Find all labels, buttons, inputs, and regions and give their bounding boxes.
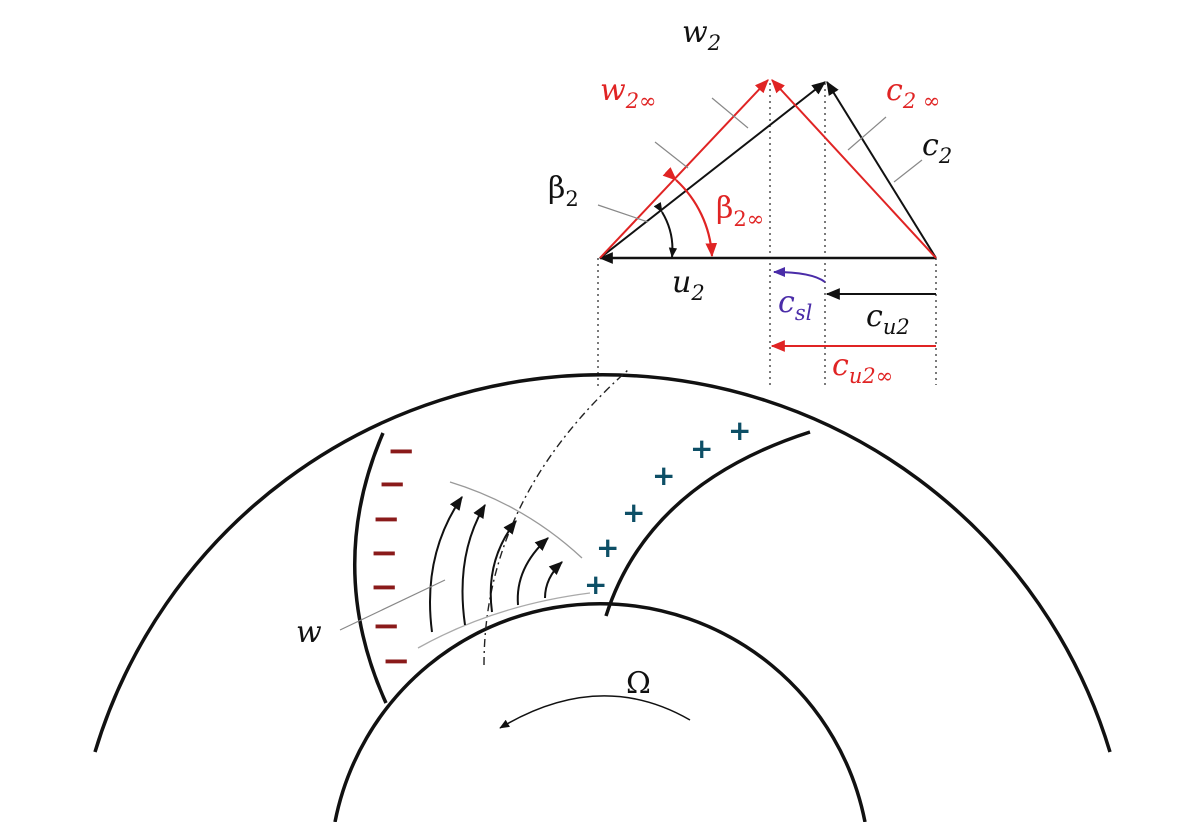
w2-leader <box>711 97 749 129</box>
impeller-passage: w − − − − − − − + + + + + + Ω <box>93 369 1112 822</box>
minus-sign: − <box>370 533 399 573</box>
c2-label: c2 <box>922 128 952 168</box>
csl-label: csl <box>778 285 812 325</box>
c2inf-leader <box>847 116 887 151</box>
w-arrow-2 <box>461 503 486 626</box>
w2inf-leader <box>654 141 689 169</box>
c2inf-vector <box>771 79 937 259</box>
beta2-leader <box>597 204 649 223</box>
minus-sign: − <box>382 641 411 681</box>
w-arrow-5 <box>544 561 563 599</box>
rotation-arrow <box>499 695 691 729</box>
u2-label: u2 <box>672 265 705 305</box>
omega-label: Ω <box>626 666 651 701</box>
beta2inf-label: β2∞ <box>716 191 764 231</box>
w-label: w <box>296 615 322 650</box>
w2inf-label: w2∞ <box>600 73 657 113</box>
outer-impeller-circle <box>93 373 1112 753</box>
c2-leader <box>893 159 923 183</box>
blade-suction-side <box>353 432 388 704</box>
w-arrow-3 <box>489 520 517 613</box>
w-arrow-4 <box>516 537 549 606</box>
minus-sign: − <box>378 464 407 504</box>
relative-velocity-arrows <box>429 496 563 633</box>
minus-sign: − <box>370 567 399 607</box>
plus-sign: + <box>728 414 751 447</box>
dash-dot-circle <box>483 369 629 666</box>
cu2-label: cu2 <box>866 299 910 339</box>
projection-lines <box>597 83 937 390</box>
plus-sign: + <box>584 568 607 601</box>
w-arrow-1 <box>429 496 463 633</box>
plus-sign: + <box>690 432 713 465</box>
cu2inf-label: cu2∞ <box>832 348 893 388</box>
plus-sign: + <box>652 459 675 492</box>
beta2-angle-arc <box>653 202 678 258</box>
c2inf-label: c2 ∞ <box>886 73 940 113</box>
velocity-triangle: w2 w2∞ c2 ∞ c2 β2 β2∞ u2 csl cu2 cu2∞ <box>548 15 952 390</box>
beta2inf-angle-arc <box>662 167 718 258</box>
velocity-profile-top <box>449 481 583 559</box>
minus-sign: − <box>372 606 401 646</box>
plus-sign: + <box>622 496 645 529</box>
minus-sign: − <box>372 499 401 539</box>
c2-vector <box>826 81 937 259</box>
plus-sign: + <box>596 531 619 564</box>
minus-sign: − <box>387 431 416 471</box>
velocity-profile-base <box>417 592 591 649</box>
csl-vector <box>773 267 826 283</box>
w2-label: w2 <box>682 15 721 55</box>
pressure-side-signs: + + + + + + <box>584 414 751 601</box>
beta2-label: β2 <box>548 171 579 211</box>
suction-side-signs: − − − − − − − <box>370 431 416 681</box>
w-leader <box>339 579 446 631</box>
blade-pressure-side <box>604 430 811 617</box>
inner-hub-circle <box>333 602 867 822</box>
